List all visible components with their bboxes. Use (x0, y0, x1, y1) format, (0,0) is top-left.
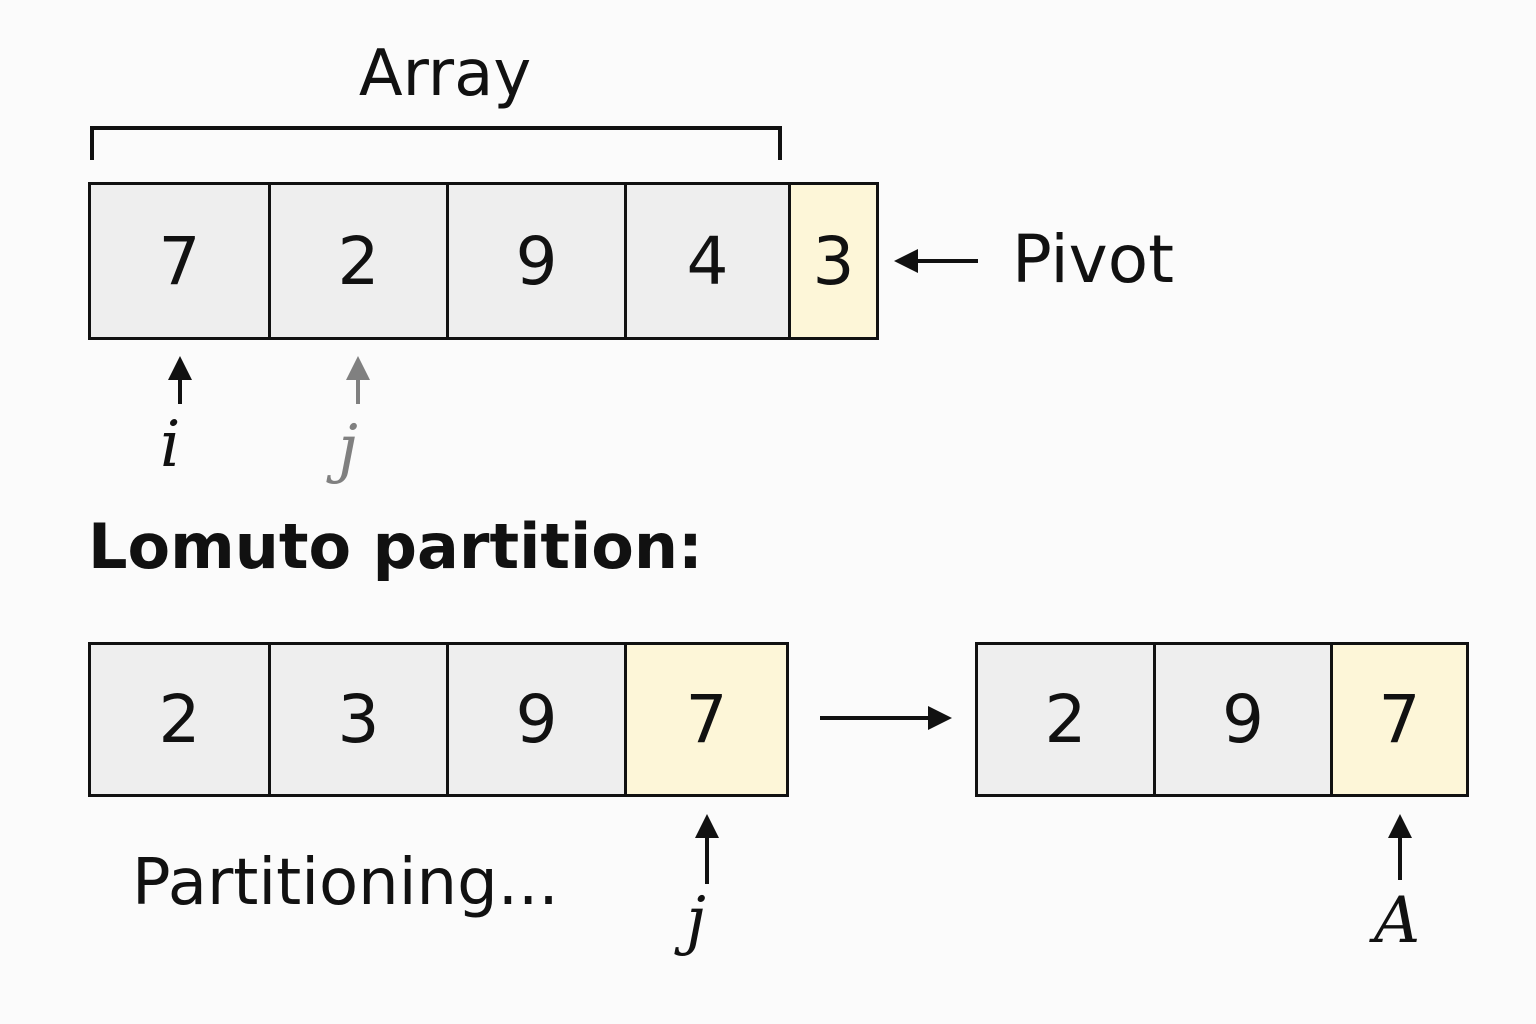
highlight-cell: 7 (627, 645, 786, 794)
array-cell: 3 (271, 645, 449, 794)
pivot-cell: 3 (791, 185, 876, 337)
array-cell: 9 (449, 645, 627, 794)
array-cell: 9 (1156, 645, 1333, 794)
pointer-j-bottom-label: j (686, 884, 706, 958)
pivot-label: Pivot (1012, 221, 1175, 298)
array-bracket (90, 126, 782, 160)
highlight-cell: 7 (1333, 645, 1466, 794)
array-cell: 7 (91, 185, 271, 337)
partition-array-before: 2 3 9 7 (88, 642, 789, 797)
array-cell: 2 (271, 185, 449, 337)
array-cell: 2 (91, 645, 271, 794)
partition-array-after: 2 9 7 (975, 642, 1469, 797)
pointer-a-label: A (1374, 884, 1421, 958)
top-array: 7 2 9 4 3 (88, 182, 879, 340)
array-cell: 9 (449, 185, 627, 337)
pointer-j-label: j (338, 412, 358, 486)
array-cell: 2 (978, 645, 1156, 794)
status-text: Partitioning... (132, 846, 559, 920)
pointer-i-label: i (160, 408, 181, 482)
array-cell: 4 (627, 185, 791, 337)
array-label: Array (358, 37, 532, 111)
section-title: Lomuto partition: (88, 510, 703, 583)
